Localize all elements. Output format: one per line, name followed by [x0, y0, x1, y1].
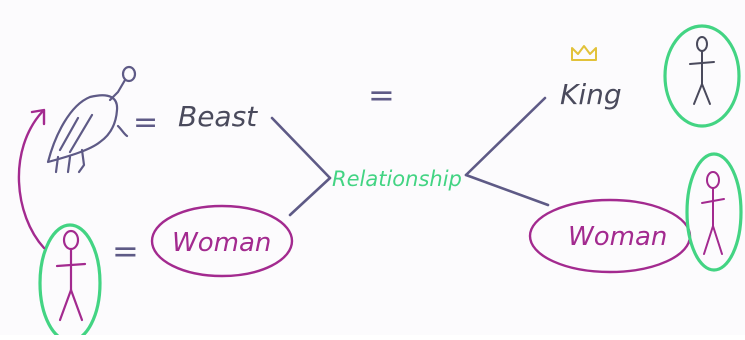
curved-arrow-icon [17, 108, 46, 250]
crown-icon [571, 45, 597, 61]
connector-beast-relationship [270, 116, 332, 180]
connector-relationship-woman [464, 173, 550, 207]
relationship-label: Relationship [332, 167, 462, 191]
king-figure-group [663, 24, 741, 128]
woman-left-label: Woman [172, 228, 271, 258]
woman-right-figure-group [685, 152, 743, 272]
woman-left-stick-figure-icon [55, 229, 87, 322]
king-label: King [560, 78, 622, 111]
beast-label: Beast [178, 100, 258, 133]
equals-beast-sign: = [133, 105, 158, 140]
woman-left-highlight-oval [38, 223, 102, 340]
woman-left-figure-group [38, 223, 102, 340]
woman-left-label-oval [150, 204, 294, 278]
woman-right-label: Woman [568, 222, 667, 252]
equals-top-sign: = [368, 76, 395, 114]
king-highlight-oval [663, 24, 741, 128]
woman-right-highlight-oval [685, 152, 743, 272]
equals-woman-sign: = [112, 232, 139, 270]
connector-relationship-king [464, 96, 547, 177]
king-stick-figure-icon [689, 36, 715, 105]
connector-woman-relationship [288, 176, 332, 217]
woman-right-stick-figure-icon [701, 171, 725, 255]
beast-sketch-icon [46, 65, 137, 174]
